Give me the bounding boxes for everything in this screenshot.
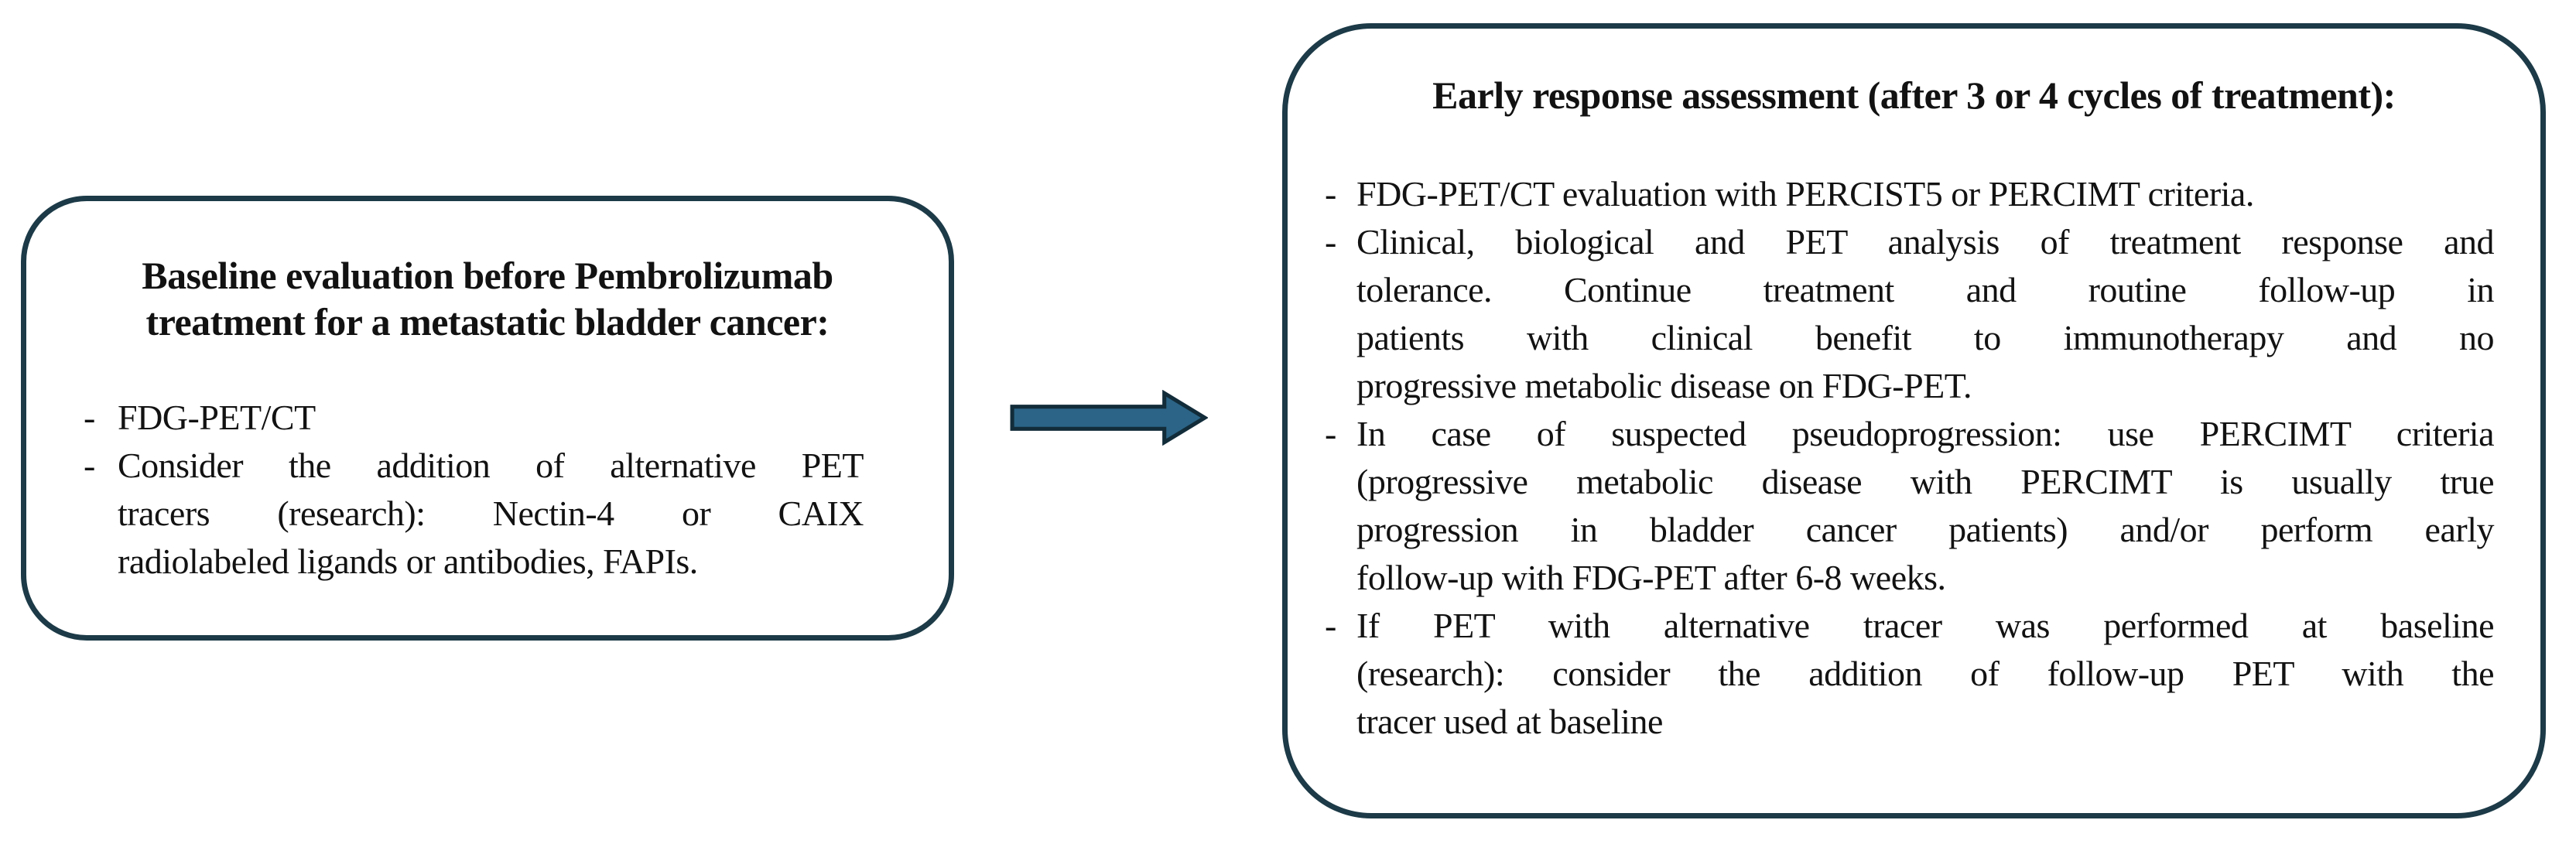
text-line: progression in bladder cancer patients) … <box>1356 510 2495 549</box>
bullet-text: FDG-PET/CT evaluation with PERCIST5 or P… <box>1356 170 2494 218</box>
text-line: follow-up with FDG-PET after 6-8 weeks. <box>1356 558 1946 597</box>
text-line: FDG-PET/CT evaluation with PERCIST5 or P… <box>1356 174 2254 214</box>
title-line: Early response assessment (after 3 or 4 … <box>1432 73 2396 117</box>
text-line: patients with clinical benefit to immuno… <box>1356 318 2495 357</box>
text-line: tracers (research): Nectin-4 or CAIX <box>118 494 864 533</box>
text-line: In case of suspected pseudoprogression: … <box>1356 414 2495 453</box>
list-item: - If PET with alternative tracer was per… <box>1325 602 2495 746</box>
early-response-box-title: Early response assessment (after 3 or 4 … <box>1288 72 2540 118</box>
bullet-dash: - <box>84 398 95 437</box>
baseline-box-title: Baseline evaluation before Pembrolizumab… <box>26 252 949 345</box>
baseline-bullet-list: - FDG-PET/CT - Consider the addition of … <box>84 394 864 586</box>
bullet-text: Clinical, biological and PET analysis of… <box>1356 218 2495 410</box>
text-line: Baseline evaluation before Pembrolizumab <box>142 254 833 297</box>
text-line: tracer used at baseline <box>1356 702 1663 741</box>
early-response-bullet-list: - FDG-PET/CT evaluation with PERCIST5 or… <box>1325 170 2495 746</box>
text-line: Consider the addition of alternative PET <box>118 446 864 485</box>
right-arrow-icon <box>1010 390 1208 446</box>
text-line: tolerance. Continue treatment and routin… <box>1356 270 2495 309</box>
text-line: progressive metabolic disease on FDG-PET… <box>1356 366 1972 405</box>
text-line: Clinical, biological and PET analysis of… <box>1356 222 2495 261</box>
bullet-text: Consider the addition of alternative PET… <box>118 442 864 586</box>
bullet-dash: - <box>1325 222 1336 261</box>
bullet-text: In case of suspected pseudoprogression: … <box>1356 410 2495 602</box>
bullet-dash: - <box>1325 414 1336 453</box>
text-line: (research): consider the addition of fol… <box>1356 654 2495 693</box>
list-item: - In case of suspected pseudoprogression… <box>1325 410 2495 602</box>
bullet-dash: - <box>84 446 95 485</box>
bullet-dash: - <box>1325 606 1336 645</box>
list-item: - FDG-PET/CT <box>84 394 864 442</box>
bullet-text: If PET with alternative tracer was perfo… <box>1356 602 2495 746</box>
baseline-evaluation-box: Baseline evaluation before Pembrolizumab… <box>21 196 954 641</box>
text-line: FDG-PET/CT <box>118 398 316 437</box>
list-item: - Clinical, biological and PET analysis … <box>1325 218 2495 410</box>
bullet-dash: - <box>1325 174 1336 214</box>
bullet-text: FDG-PET/CT <box>118 394 864 442</box>
early-response-box: Early response assessment (after 3 or 4 … <box>1282 23 2546 818</box>
text-line: (progressive metabolic disease with PERC… <box>1356 462 2495 501</box>
text-line: If PET with alternative tracer was perfo… <box>1356 606 2495 645</box>
list-item: - Consider the addition of alternative P… <box>84 442 864 586</box>
list-item: - FDG-PET/CT evaluation with PERCIST5 or… <box>1325 170 2494 218</box>
text-line: treatment for a metastatic bladder cance… <box>145 300 830 343</box>
text-line: radiolabeled ligands or antibodies, FAPI… <box>118 542 698 581</box>
